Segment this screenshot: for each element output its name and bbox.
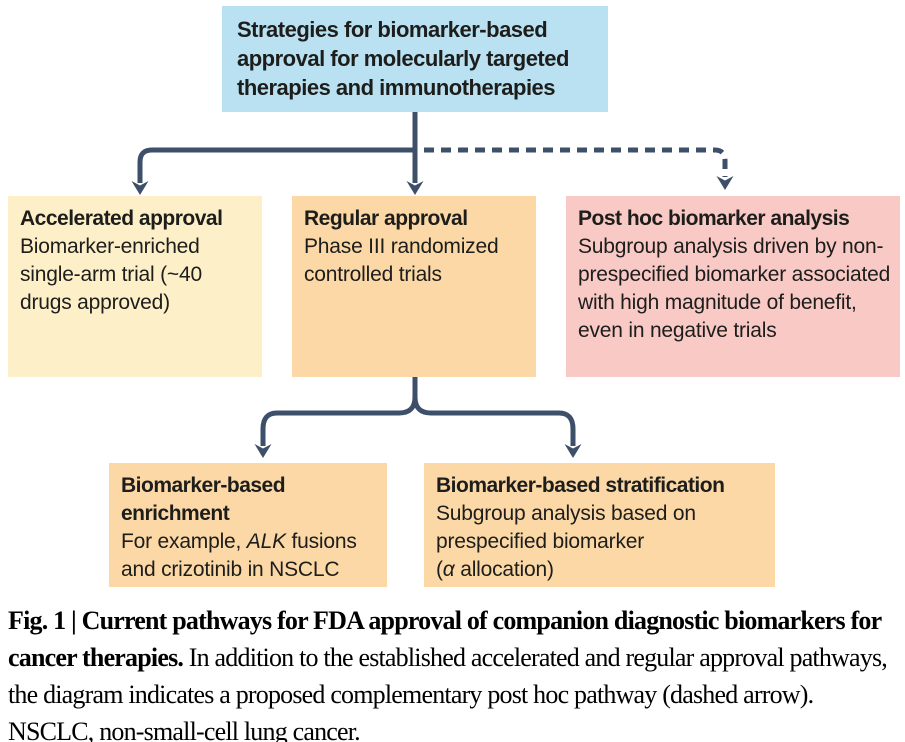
dashed-arrow-root-to-posthoc-line <box>424 147 728 177</box>
paren-rest: allocation) <box>454 558 554 581</box>
box-biomarker-based-stratification: Biomarker-based stratification Subgroup … <box>424 463 775 587</box>
box-title: Regular approval <box>304 207 468 230</box>
arrow-down-icon <box>716 176 734 190</box>
arrow-down-icon <box>406 181 424 195</box>
arrow-root-to-accelerated-line <box>137 147 415 183</box>
arrow-down-icon <box>254 444 272 458</box>
box-title: Accelerated approval <box>20 207 223 230</box>
paren-open: ( <box>436 558 443 581</box>
caption-text: In addition to the established accelerat… <box>8 643 888 742</box>
box-body: Phase III randomized controlled trials <box>304 235 499 286</box>
box-body: Subgroup analysis based on prespecified … <box>436 500 770 584</box>
arrow-regular-to-enrichment-line <box>260 377 418 446</box>
root-box-text: Strategies for biomarker-based approval … <box>237 17 569 100</box>
box-biomarker-based-enrichment: Biomarker-based enrichment For example, … <box>109 463 387 587</box>
body-text: For example, <box>121 530 247 553</box>
box-body: For example, ALK fusions and crizotinib … <box>121 528 382 584</box>
body-text: fusions and crizotinib in NSCLC <box>121 530 357 581</box>
box-regular-approval: Regular approval Phase III randomized co… <box>292 196 536 377</box>
box-title: Post hoc biomarker analysis <box>578 207 850 230</box>
figure-caption: Fig. 1 | Current pathways for FDA approv… <box>8 602 899 742</box>
box-accelerated-approval: Accelerated approval Biomarker-enriched … <box>8 196 262 377</box>
box-title: Biomarker-based stratification <box>436 474 725 497</box>
arrow-regular-to-stratification-line <box>412 377 576 446</box>
alpha-symbol: α <box>442 558 455 581</box>
box-body: Biomarker-enriched single-arm trial (~40… <box>20 235 202 314</box>
root-box-strategies: Strategies for biomarker-based approval … <box>222 6 608 112</box>
arrow-down-icon <box>564 444 582 458</box>
box-body: Subgroup analysis driven by non-prespeci… <box>578 235 891 342</box>
box-post-hoc-biomarker-analysis: Post hoc biomarker analysis Subgroup ana… <box>566 196 900 377</box>
alpha-allocation-line: (α allocation) <box>436 556 770 584</box>
box-title: Biomarker-based enrichment <box>121 474 286 525</box>
gene-name-italic: ALK <box>246 530 286 553</box>
body-text: Subgroup analysis based on prespecified … <box>436 502 696 553</box>
arrow-down-icon <box>131 181 149 195</box>
caption-bold-label: Fig. 1 | Current pathways for FDA approv… <box>8 606 882 672</box>
